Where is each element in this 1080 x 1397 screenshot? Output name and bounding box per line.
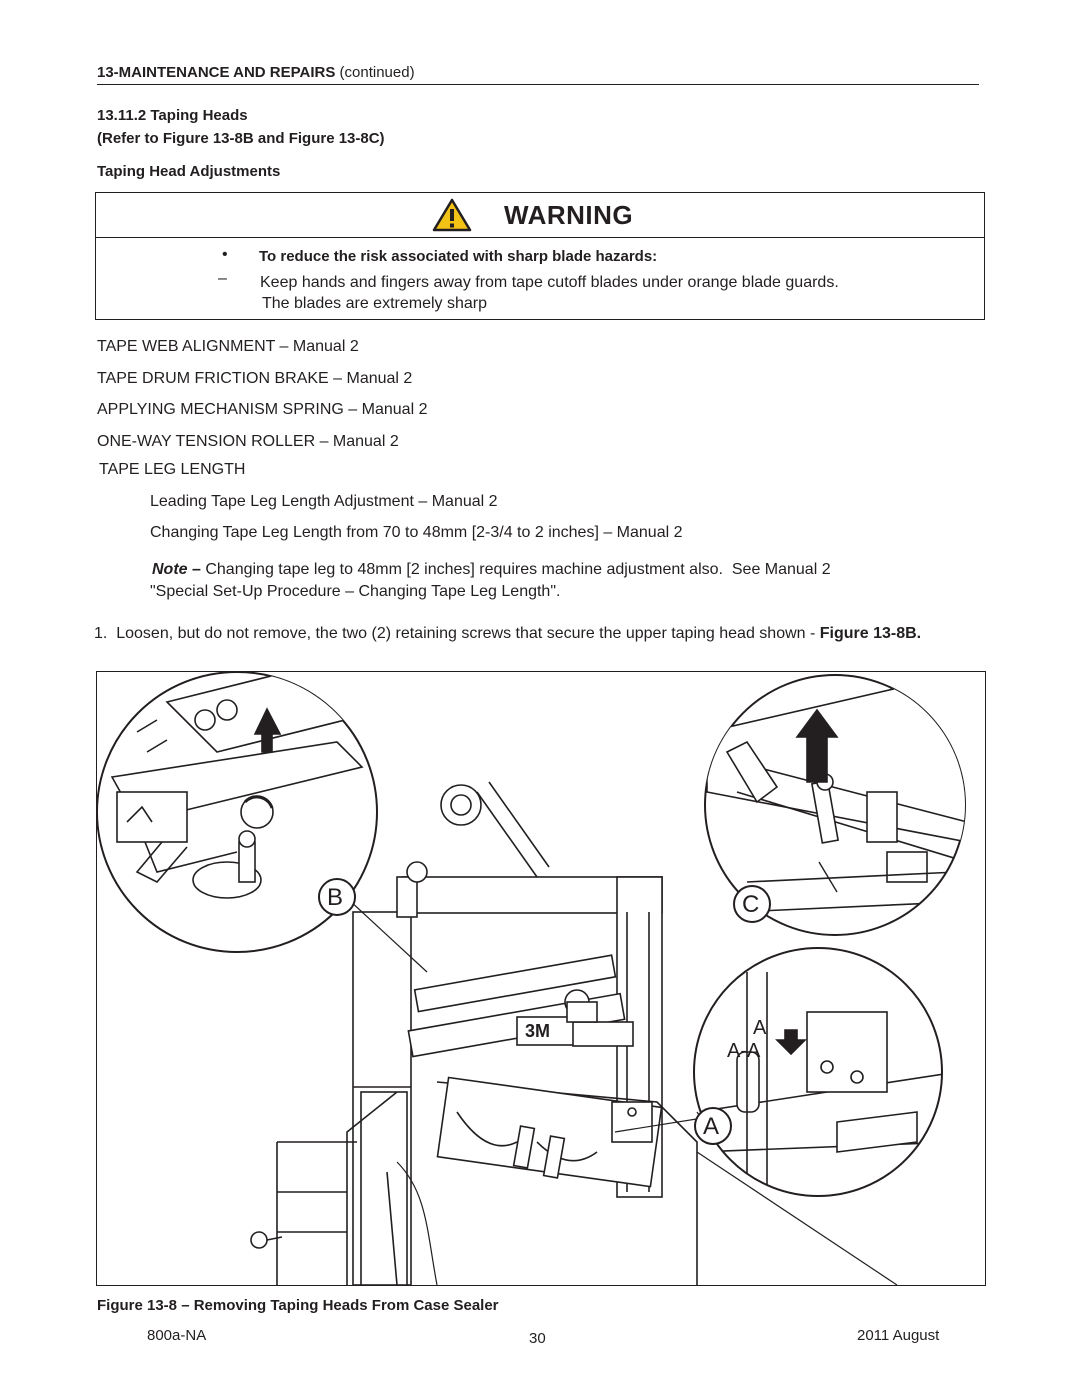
note-text: Changing tape leg to 48mm [2 inches] req…: [200, 561, 831, 578]
tape-leg-title: TAPE LEG LENGTH: [99, 461, 246, 478]
callout-b: [318, 878, 356, 916]
detail-circle-c: [704, 674, 966, 936]
note-label: Note –: [152, 561, 201, 578]
callout-b-label: B: [327, 884, 344, 911]
page-number: 30: [529, 1330, 546, 1347]
footer-doc-id: 800a-NA: [147, 1327, 207, 1344]
warning-title: WARNING: [504, 200, 634, 230]
step-1-text: 1. Loosen, but do not remove, the two (2…: [94, 625, 820, 642]
warning-triangle-icon: [432, 198, 472, 237]
warning-header: WARNING: [96, 193, 984, 238]
figure-illustration: 3M: [97, 672, 966, 1285]
section-title: 13-MAINTENANCE AND REPAIRS: [97, 64, 336, 81]
figure-caption: Figure 13-8 – Removing Taping Heads From…: [97, 1297, 499, 1314]
tape-leg-note: Note – Changing tape leg to 48mm [2 inch…: [152, 561, 831, 579]
subsection-reference: (Refer to Figure 13-8B and Figure 13-8C): [97, 130, 385, 147]
warning-box: WARNING • To reduce the risk associated …: [95, 192, 985, 320]
detail-circle-a: [693, 947, 943, 1197]
warning-bullet: •: [222, 246, 228, 263]
step-1-figure-ref: Figure 13-8B.: [819, 625, 922, 642]
callout-c-label: C: [742, 891, 760, 918]
figure-box: 3M: [96, 671, 986, 1286]
detail-circle-b: [97, 672, 378, 953]
callout-a-label: A: [703, 1113, 720, 1140]
adjustment-item: ONE-WAY TENSION ROLLER – Manual 2: [97, 433, 399, 450]
section-a-label: A: [753, 1017, 767, 1039]
tape-leg-item: Changing Tape Leg Length from 70 to 48mm…: [150, 524, 683, 541]
warning-hazard: To reduce the risk associated with sharp…: [259, 248, 658, 265]
callout-c: [733, 885, 771, 923]
tape-leg-item: Leading Tape Leg Length Adjustment – Man…: [150, 493, 498, 510]
adjustment-item: TAPE DRUM FRICTION BRAKE – Manual 2: [97, 370, 413, 387]
case-sealer-drawing: 3M: [250, 781, 898, 1285]
section-header: 13-MAINTENANCE AND REPAIRS (continued): [97, 64, 979, 85]
adjustment-item: APPLYING MECHANISM SPRING – Manual 2: [97, 401, 428, 418]
footer-date: 2011 August: [857, 1327, 940, 1344]
warning-line-1: Keep hands and fingers away from tape cu…: [260, 274, 839, 291]
step-1: 1. Loosen, but do not remove, the two (2…: [94, 625, 921, 643]
warning-line-2: The blades are extremely sharp: [262, 295, 487, 312]
warning-dash: –: [218, 270, 227, 287]
3m-logo: 3M: [525, 1021, 550, 1041]
adjustment-item: TAPE WEB ALIGNMENT – Manual 2: [97, 338, 359, 355]
section-aa-label: A-A: [727, 1040, 761, 1062]
subsection-title: 13.11.2 Taping Heads: [97, 107, 248, 124]
adjustments-title: Taping Head Adjustments: [97, 163, 281, 180]
callout-a: [694, 1107, 732, 1145]
section-continued: (continued): [339, 64, 415, 81]
tape-leg-note-line-2: "Special Set-Up Procedure – Changing Tap…: [150, 583, 561, 600]
